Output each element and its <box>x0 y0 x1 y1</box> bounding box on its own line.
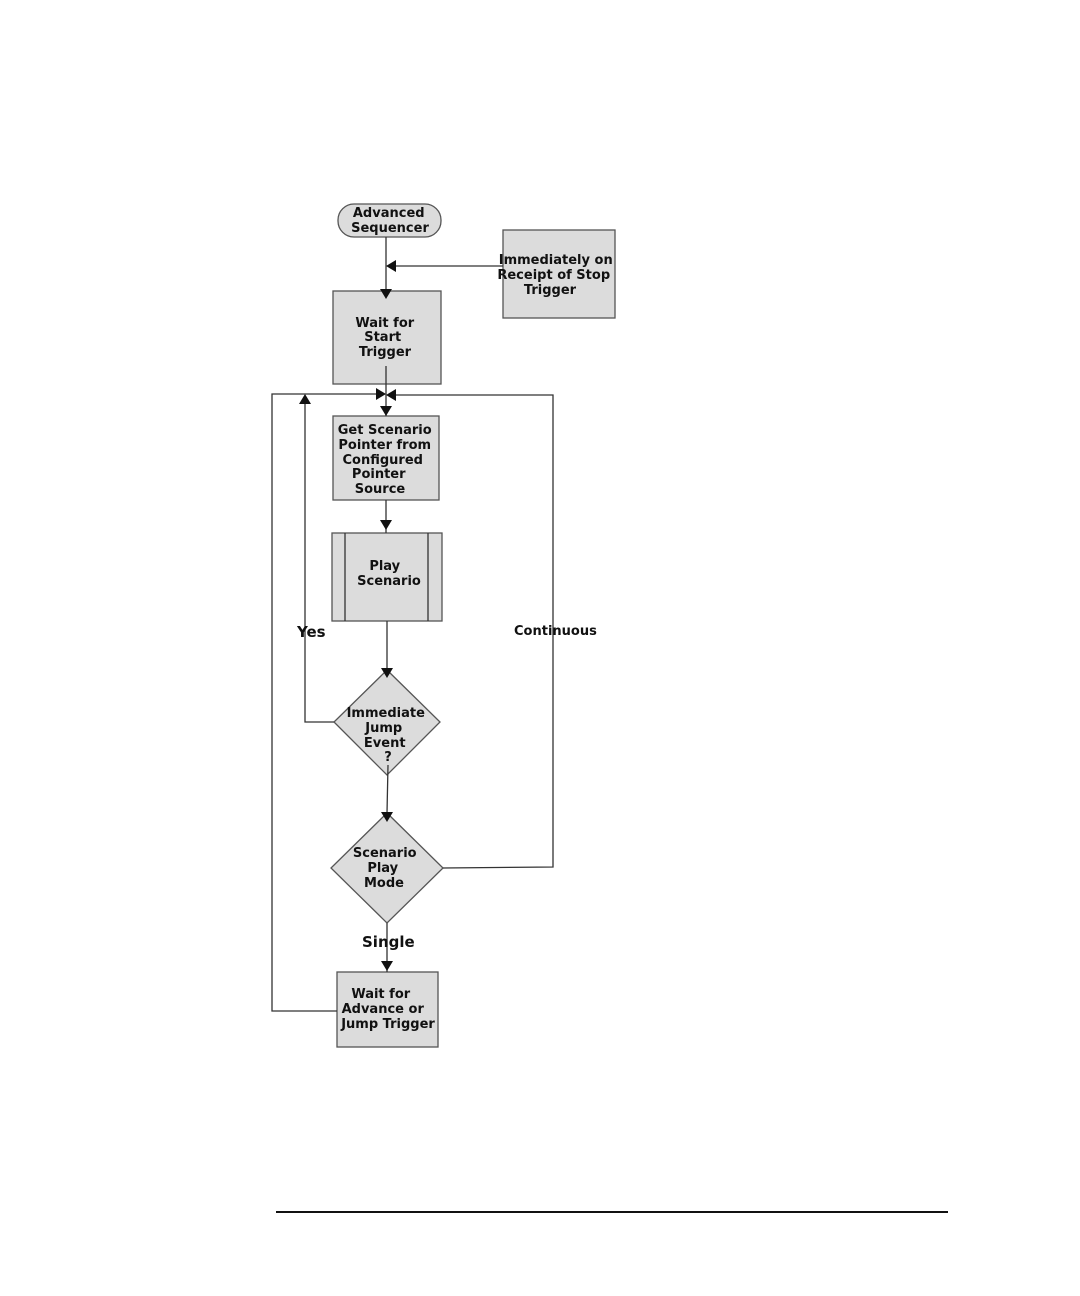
edge-label-continuous: Continuous <box>514 624 597 639</box>
get-pointer-line-1: Get Scenario <box>338 423 432 438</box>
wait-start-line-1: Wait for <box>355 316 414 331</box>
edge-yes-loop <box>305 400 334 722</box>
play-mode-line-3: Mode <box>364 876 404 891</box>
play-scenario-line-2: Scenario <box>357 574 421 589</box>
wait-advance-line-2: Advance or <box>342 1002 425 1017</box>
jump-event-line-1: Immediate <box>347 706 425 721</box>
jump-event-line-3: Event <box>364 736 406 751</box>
wait-advance-line-3: Jump Trigger <box>340 1017 435 1032</box>
arrowhead-stop <box>386 260 396 272</box>
play-scenario-line-1: Play <box>369 559 400 574</box>
start-text: Advanced Sequencer <box>351 206 429 236</box>
wait-advance-line-1: Wait for <box>351 987 410 1002</box>
get-pointer-line-2: Pointer from <box>338 438 431 453</box>
stop-trigger-line-1: Immediately on <box>499 253 613 268</box>
arrowhead-pointer <box>380 406 392 416</box>
wait-start-line-3: Trigger <box>359 345 412 360</box>
arrowhead-yes <box>299 394 311 404</box>
play-mode-line-1: Scenario <box>353 846 417 861</box>
get-pointer-line-5: Source <box>355 482 406 497</box>
play-mode-line-2: Play <box>367 861 398 876</box>
edge-label-single: Single <box>362 933 415 951</box>
arrowhead-play <box>380 520 392 530</box>
get-pointer-line-4: Pointer <box>352 467 406 482</box>
start-line-2: Sequencer <box>351 221 429 236</box>
start-line-1: Advanced <box>353 206 425 221</box>
stop-trigger-line-2: Receipt of Stop <box>497 268 610 283</box>
arrowhead-continuous <box>386 389 396 401</box>
arrowhead-advance <box>381 961 393 971</box>
jump-event-line-2: Jump <box>364 721 402 736</box>
stop-trigger-line-3: Trigger <box>524 283 577 298</box>
edge-label-yes: Yes <box>296 623 326 641</box>
wait-start-line-2: Start <box>364 330 401 345</box>
jump-event-line-4: ? <box>384 750 392 765</box>
get-pointer-line-3: Configured <box>343 453 423 468</box>
arrowhead-single <box>376 388 386 400</box>
